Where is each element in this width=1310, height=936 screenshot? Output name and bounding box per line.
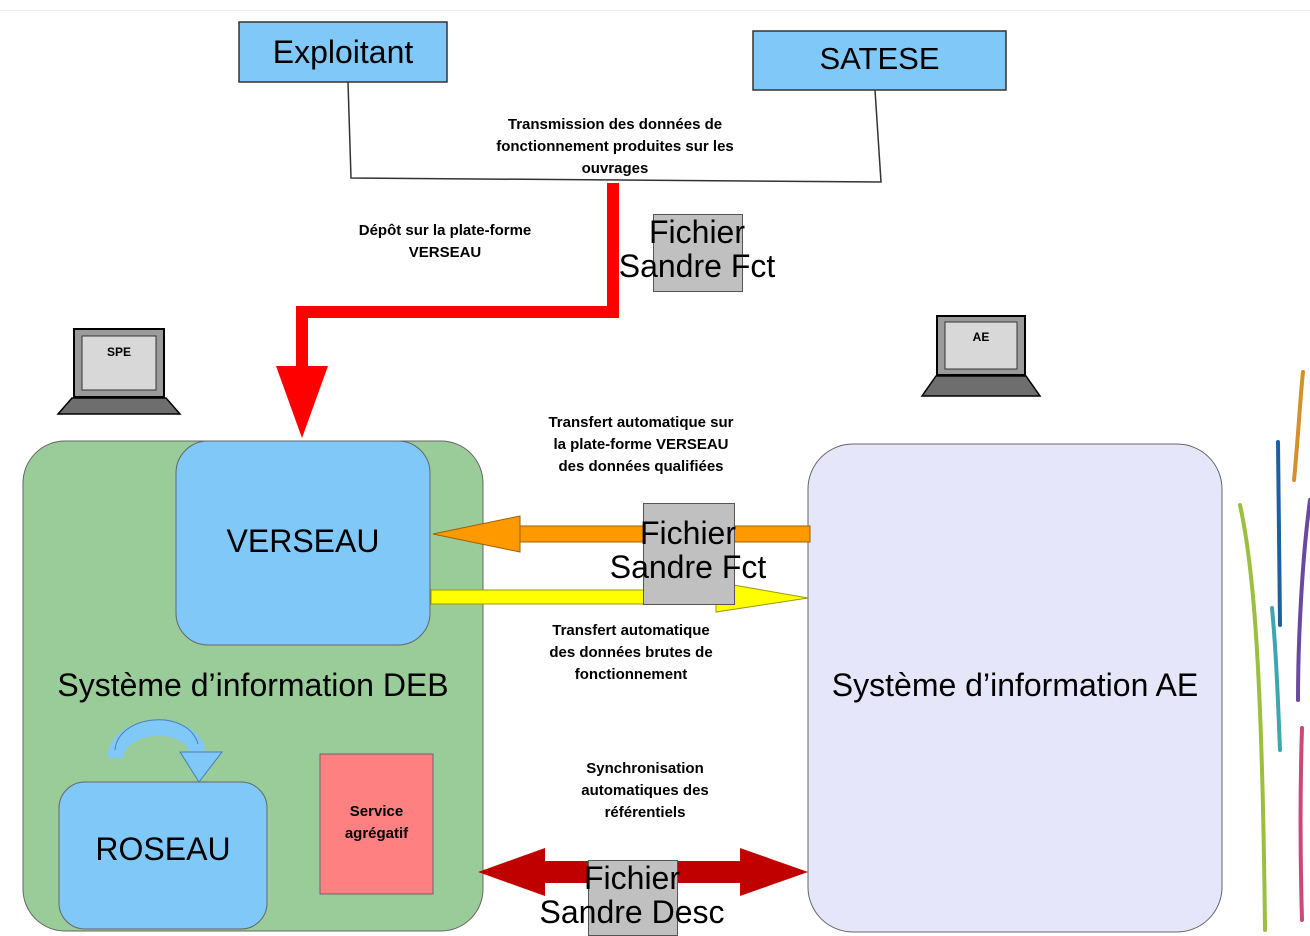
transfert-brutes-text: Transfert automatique des données brutes… — [486, 620, 776, 686]
synchronisation-text: Synchronisation automatiques des référen… — [500, 758, 790, 824]
red-depot-arrow-shaft — [296, 183, 619, 370]
transmission-bracket — [347, 81, 882, 183]
laptop-spe-label: SPE — [106, 345, 131, 359]
fichier-sandre-fct-top-label: Fichier Sandre Fct — [597, 215, 797, 283]
fichier-desc-line-2: Sandre Desc — [539, 894, 725, 930]
fichier-sandre-fct-mid-box — [643, 503, 735, 605]
verseau-box — [175, 440, 431, 646]
satese-box — [752, 30, 1007, 91]
transfert-qualifiees-text: Transfert automatique sur la plate-forme… — [496, 412, 786, 478]
red-depot-arrowhead — [276, 366, 328, 438]
service-agregatif-text: Service agrégatif — [320, 801, 433, 845]
yellow-transfer-arrow — [430, 581, 809, 613]
fichier-mid-line-1: Fichier — [639, 515, 736, 551]
fichier-desc-line-1: Fichier — [583, 860, 680, 896]
fichier-top-line-2: Sandre Fct — [618, 248, 776, 284]
synchronisation-line-2: automatiques des — [581, 782, 709, 799]
service-line-2: agrégatif — [344, 825, 409, 842]
transfert-brutes-line-3: fonctionnement — [574, 666, 688, 683]
transfert-qualifiees-line-3: des données qualifiées — [558, 458, 724, 475]
ae-system-box — [807, 443, 1223, 933]
transfert-qualifiees-line-2: la plate-forme VERSEAU — [553, 436, 729, 453]
exploitant-label: Exploitant — [272, 34, 414, 70]
roseau-box — [58, 781, 268, 930]
depot-text: Dépôt sur la plate-forme VERSEAU — [310, 220, 580, 264]
si-ae-label: Système d’information AE — [831, 667, 1199, 703]
transfert-brutes-line-2: des données brutes de — [549, 644, 713, 661]
depot-line-2: VERSEAU — [408, 244, 482, 261]
laptop-spe-icon — [56, 328, 182, 415]
transmission-text: Transmission des données de fonctionneme… — [420, 114, 810, 180]
decorative-strokes — [1238, 370, 1310, 932]
roseau-label: ROSEAU — [95, 831, 231, 867]
service-line-1: Service — [349, 803, 404, 820]
top-divider — [0, 10, 1310, 11]
laptop-ae-label: AE — [972, 330, 990, 344]
fichier-top-line-1: Fichier — [648, 214, 745, 250]
synchronisation-line-1: Synchronisation — [586, 760, 704, 777]
cycle-arrow-icon — [107, 719, 224, 783]
synchronisation-line-3: référentiels — [604, 804, 686, 821]
transfert-brutes-line-1: Transfert automatique — [552, 622, 710, 639]
fichier-sandre-fct-top-box — [653, 214, 743, 292]
verseau-label: VERSEAU — [226, 523, 380, 559]
laptop-ae-icon — [920, 315, 1042, 397]
satese-label: SATESE — [819, 41, 940, 76]
depot-line-1: Dépôt sur la plate-forme — [358, 222, 532, 239]
fichier-sandre-desc-box — [588, 860, 678, 936]
transfert-qualifiees-line-1: Transfert automatique sur — [548, 414, 734, 431]
fichier-sandre-fct-mid-label: Fichier Sandre Fct — [588, 516, 788, 584]
si-deb-label: Système d’information DEB — [57, 667, 449, 703]
fichier-sandre-desc-label: Fichier Sandre Desc — [522, 861, 742, 929]
fichier-mid-line-2: Sandre Fct — [609, 549, 767, 585]
service-agregatif-box — [319, 753, 434, 895]
transmission-line-1: Transmission des données de — [507, 116, 723, 133]
exploitant-box — [238, 21, 448, 83]
transmission-line-2: fonctionnement produites sur les — [496, 138, 734, 155]
transmission-line-3: ouvrages — [581, 160, 649, 177]
